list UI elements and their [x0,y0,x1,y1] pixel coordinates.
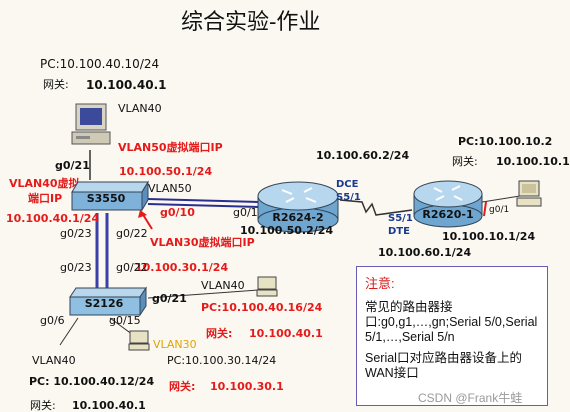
note-p1: 常见的路由器接口:g0,g1,…,gn;Serial 5/0,Serial 5/… [365,300,538,344]
r2620-serial-ip: 10.100.60.1/24 [378,246,472,259]
pc4-gw: 10.100.30.1 [210,380,284,393]
vlan30-ip: 10.100.30.1/24 [135,261,229,274]
port-g0-15: g0/15 [109,314,141,327]
port-g0-21-b: g0/21 [152,292,187,305]
router-r2624[interactable]: R2624-2 [256,176,340,234]
port-g0-22-b: g0/22 [116,261,148,274]
topology-diagram: { "title": "综合实验-作业", "devices": { "s355… [6,10,570,412]
pc3-vlan: VLAN40 [32,354,76,367]
link-s2126-pc2 [147,289,259,299]
link-lines [59,150,521,346]
pc2-gw: 10.100.40.1 [249,327,323,340]
s5-1-a: S5/1 [336,192,361,203]
r2620-label: R2620-1 [422,208,474,221]
router-r2620[interactable]: R2620-1 [412,176,484,230]
pc3-ip: PC: 10.100.40.12/24 [29,375,155,388]
vlan40-label-1: VLAN40虚拟 [9,177,80,190]
diagram-title: 综合实验-作业 [181,10,321,35]
port-g0-23-a: g0/23 [60,227,92,240]
pc3-gw-label: 网关: [30,399,56,412]
r2624-g01-ip: 10.100.50.2/24 [240,224,334,237]
port-g0-1-left: g0/1 [233,206,258,219]
pc4-gw-label: 网关: [169,380,196,393]
note-box: 注意: 常见的路由器接口:g0,g1,…,gn;Serial 5/0,Seria… [356,266,548,406]
vlan50-ip-label: VLAN50虚拟端口IP [118,141,223,154]
link-s3550-r2624-b [147,203,259,208]
switch-s3550[interactable]: S3550 [70,178,150,214]
switch-s2126[interactable]: S2126 [68,286,148,318]
port-g0-22-a: g0/22 [116,227,148,240]
note-head: 注意: [365,276,395,291]
vlan40-ip: 10.100.40.1/24 [6,212,100,225]
port-g0-23-b: g0/23 [60,261,92,274]
pc1-ip: PC:10.100.40.10/24 [40,57,160,71]
pc1-computer-icon [70,102,111,148]
r2620-g01-ip: 10.100.10.1/24 [442,230,536,243]
pc5-gw: 10.100.10.1 [496,155,570,168]
pc4-computer-icon [128,330,150,352]
r2620-g01: g0/1 [489,205,510,215]
vlan30-ip-label: VLAN30虚拟端口IP [150,236,255,249]
pc1-vlan: VLAN40 [118,102,162,115]
port-g0-21-top: g0/21 [55,159,90,172]
pc2-gw-label: 网关: [206,327,233,340]
port-g0-10: g0/10 [160,206,195,219]
pc1-gw: 10.100.40.1 [86,78,167,92]
vlan40-label-2: 端口IP [28,192,63,205]
link-r2620-pc5 [475,195,521,204]
pc5-ip: PC:10.100.10.2 [458,135,553,148]
pc3-gw: 10.100.40.1 [72,399,146,412]
dte-label: DTE [388,226,410,237]
serial-net: 10.100.60.2/24 [316,149,410,162]
link-serial [339,199,413,216]
r2624-label: R2624-2 [272,211,324,224]
note-p2: Serial口对应路由器设备上的WAN接口 [365,351,522,380]
pc1-gw-label: 网关: [43,78,69,91]
link-s2126-pc3 [59,317,79,346]
link-s3550-r2624-a [147,198,259,203]
pc4-vlan: VLAN30 [153,338,197,351]
pc2-ip: PC:10.100.40.16/24 [201,301,323,314]
vlan50-ip: 10.100.50.1/24 [119,165,213,178]
pc2-computer-icon [256,276,278,298]
dce-label: DCE [336,179,359,190]
pc4-ip: PC:10.100.30.14/24 [167,354,277,367]
s2126-label: S2126 [84,297,124,310]
r2620-pointer [483,201,487,217]
pc2-vlan: VLAN40 [201,279,245,292]
pc5-computer-icon [516,180,542,208]
s3550-label: S3550 [86,192,126,205]
port-g0-6: g0/6 [40,314,65,327]
pc5-gw-label: 网关: [452,155,478,168]
s5-1-b: S5/1 [388,213,413,224]
watermark: CSDN @Frank牛蛙 [418,391,523,405]
vlan50-label: VLAN50 [148,182,192,195]
